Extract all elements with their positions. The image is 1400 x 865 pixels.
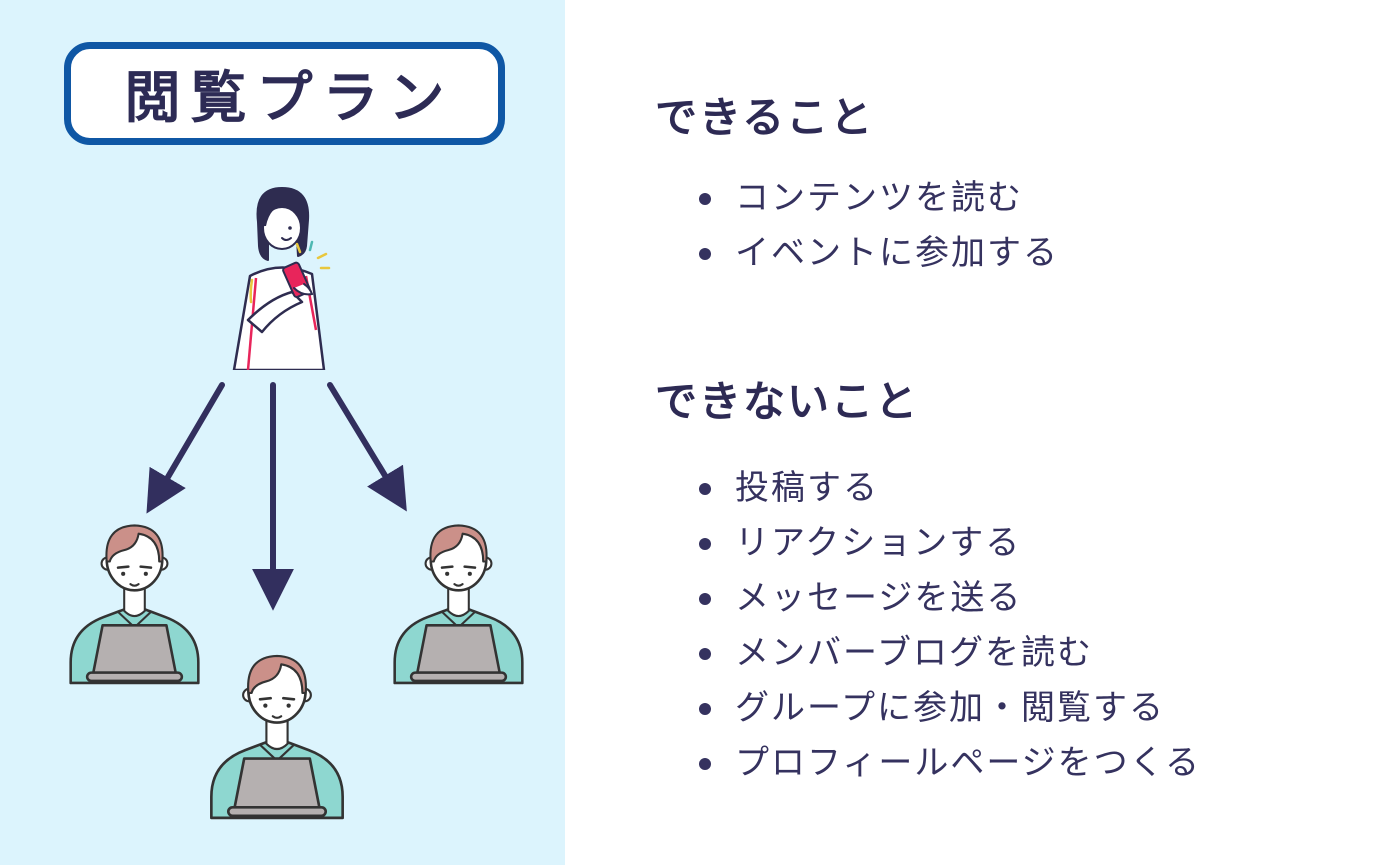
member-with-laptop-right bbox=[393, 524, 524, 685]
list-item: リアクションする bbox=[699, 516, 1201, 571]
list-item: プロフィールページをつくる bbox=[699, 736, 1201, 791]
bullet-icon bbox=[699, 192, 711, 205]
can-do-heading: できること bbox=[655, 94, 875, 141]
list-item: コンテンツを読む bbox=[699, 171, 1059, 226]
bullet-icon bbox=[699, 592, 711, 605]
list-item: イベントに参加する bbox=[699, 226, 1059, 281]
arrow-left bbox=[146, 382, 225, 514]
bullet-icon bbox=[699, 482, 711, 495]
list-item: グループに参加・閲覧する bbox=[699, 681, 1201, 736]
cannot-do-list: 投稿する リアクションする メッセージを送る メンバーブログを読む グループに参… bbox=[655, 461, 1201, 791]
plan-panel: 閲覧プラン bbox=[0, 0, 565, 865]
can-do-section: できること コンテンツを読む イベントに参加する bbox=[655, 84, 1059, 281]
cannot-do-heading: できないこと bbox=[655, 378, 920, 425]
bullet-icon bbox=[699, 537, 711, 550]
bullet-icon bbox=[699, 247, 711, 260]
can-do-list: コンテンツを読む イベントに参加する bbox=[655, 171, 1059, 281]
bullet-icon bbox=[699, 702, 711, 715]
bullet-icon bbox=[699, 647, 711, 660]
list-item: メッセージを送る bbox=[699, 571, 1201, 626]
plan-details: できること コンテンツを読む イベントに参加する できないこと 投稿する bbox=[565, 0, 1400, 865]
list-item: 投稿する bbox=[699, 461, 1201, 516]
plan-title-box: 閲覧プラン bbox=[64, 42, 505, 145]
list-item: メンバーブログを読む bbox=[699, 626, 1201, 681]
arrow-right bbox=[327, 382, 407, 512]
plan-title: 閲覧プラン bbox=[124, 66, 455, 129]
bullet-icon bbox=[699, 757, 711, 770]
member-with-laptop-center bbox=[210, 654, 344, 820]
cannot-do-section: できないこと 投稿する リアクションする メッセージを送る メンバーブログを読む bbox=[655, 368, 1201, 791]
woman-with-smartphone-illustration bbox=[232, 187, 331, 370]
